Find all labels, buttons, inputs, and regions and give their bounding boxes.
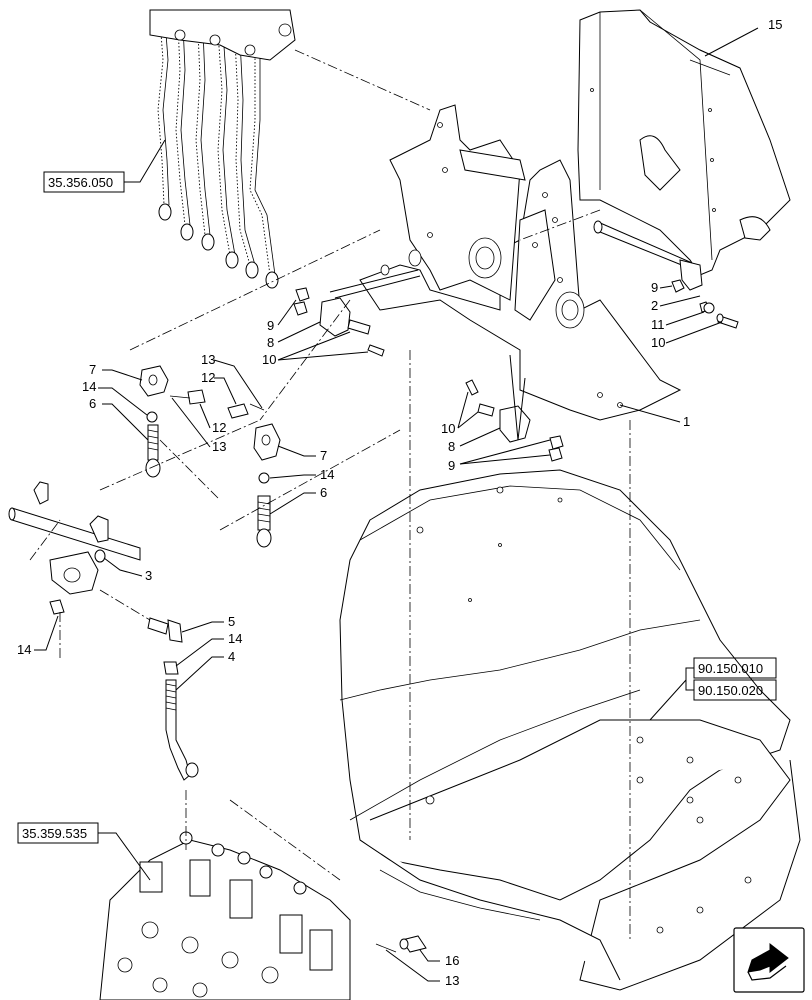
svg-text:9: 9 xyxy=(267,318,274,333)
reference-bracket xyxy=(685,667,694,691)
svg-text:14: 14 xyxy=(228,631,242,646)
svg-text:8: 8 xyxy=(448,439,455,454)
control-valve-assembly xyxy=(99,831,351,1000)
svg-text:13: 13 xyxy=(201,352,215,367)
pin-part-16-group: 16 13 xyxy=(375,935,459,988)
svg-text:9: 9 xyxy=(448,458,455,473)
lever-shaft-part-3: 3 xyxy=(8,481,152,595)
svg-text:10: 10 xyxy=(262,352,276,367)
svg-text:5: 5 xyxy=(228,614,235,629)
svg-text:8: 8 xyxy=(267,335,274,350)
right-clevis-rod-group: 7 14 6 xyxy=(253,423,334,548)
left-clevis-rod-group: 7 14 6 xyxy=(82,362,169,478)
lower-clamp-group: 10 8 9 xyxy=(441,354,564,473)
middle-clamp-group: 9 8 10 xyxy=(262,269,421,367)
svg-text:35.356.050: 35.356.050 xyxy=(48,175,113,190)
pivot-shaft xyxy=(593,220,703,291)
svg-text:9: 9 xyxy=(651,280,658,295)
nut-part-14-far: 14 xyxy=(17,599,65,657)
svg-text:3: 3 xyxy=(145,568,152,583)
svg-text:10: 10 xyxy=(651,335,665,350)
svg-text:14: 14 xyxy=(320,467,334,482)
control-cables-assembly xyxy=(149,9,296,289)
svg-text:11: 11 xyxy=(651,317,665,332)
svg-text:90.150.020: 90.150.020 xyxy=(698,683,763,698)
reference-box-35-356-050[interactable]: 35.356.050 xyxy=(43,139,166,193)
svg-text:13: 13 xyxy=(212,439,226,454)
support-bracket-part-1: 1 xyxy=(359,104,690,429)
svg-text:90.150.010: 90.150.010 xyxy=(698,661,763,676)
svg-text:10: 10 xyxy=(441,421,455,436)
svg-text:7: 7 xyxy=(89,362,96,377)
svg-text:6: 6 xyxy=(89,396,96,411)
next-page-arrow-icon[interactable] xyxy=(733,927,805,993)
svg-text:6: 6 xyxy=(320,485,327,500)
svg-text:12: 12 xyxy=(212,420,226,435)
reference-leader xyxy=(649,679,687,721)
rod-part-4-group: 5 14 4 xyxy=(147,614,242,781)
svg-text:2: 2 xyxy=(651,298,658,313)
right-fastener-group: 9 2 11 10 xyxy=(651,279,739,350)
pin-group: 13 12 12 13 xyxy=(169,352,265,454)
svg-text:16: 16 xyxy=(445,953,459,968)
svg-text:4: 4 xyxy=(228,649,235,664)
reference-box-35-359-535[interactable]: 35.359.535 xyxy=(17,822,151,881)
svg-text:7: 7 xyxy=(320,448,327,463)
svg-text:13: 13 xyxy=(445,973,459,988)
fender-housing xyxy=(339,469,801,991)
svg-text:12: 12 xyxy=(201,370,215,385)
cover-part-15: 15 xyxy=(577,9,791,276)
svg-text:35.359.535: 35.359.535 xyxy=(22,826,87,841)
svg-text:1: 1 xyxy=(683,414,690,429)
reference-box-90-150-010[interactable]: 90.150.010 xyxy=(693,657,777,679)
svg-text:14: 14 xyxy=(82,379,96,394)
svg-text:15: 15 xyxy=(768,17,782,32)
svg-text:14: 14 xyxy=(17,642,31,657)
assembly-centre-lines xyxy=(29,49,631,940)
